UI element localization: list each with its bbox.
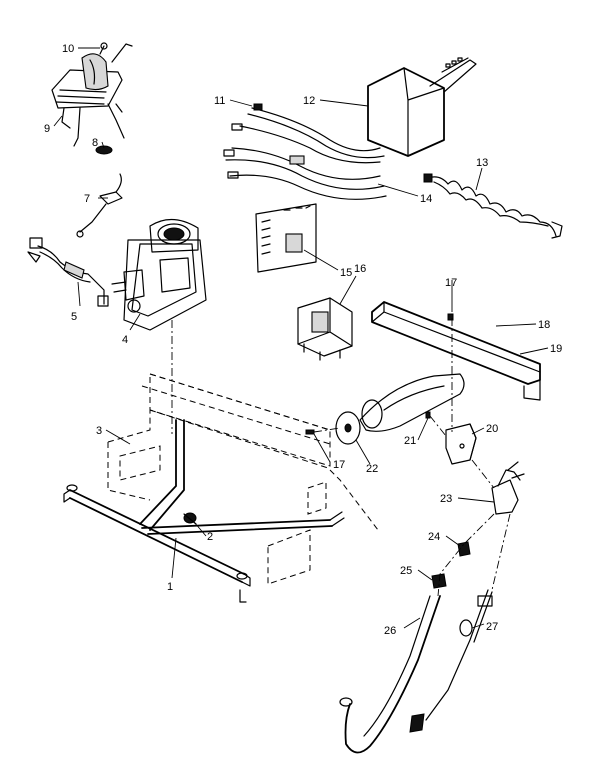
mounting-plate-outline: [107, 373, 379, 585]
thermocouple: [409, 589, 493, 733]
callout-9: 9: [44, 123, 50, 135]
bracket-small: [76, 173, 123, 238]
leader-lines: [53, 47, 549, 629]
pilot-tube: [339, 595, 441, 754]
callout-17-bottom: 17: [333, 459, 345, 471]
callout-16: 16: [354, 263, 366, 275]
relay: [297, 297, 353, 361]
callout-21: 21: [404, 435, 416, 447]
burner-rail: [371, 301, 541, 401]
callout-2: 2: [207, 531, 213, 543]
screw: [447, 313, 454, 321]
callout-7: 7: [84, 193, 90, 205]
wire-harness-long: [223, 103, 387, 200]
transformer: [51, 42, 133, 147]
callout-5: 5: [71, 311, 77, 323]
callout-19: 19: [550, 343, 562, 355]
callout-23: 23: [440, 493, 452, 505]
callout-13: 13: [476, 157, 488, 169]
callout-8: 8: [92, 137, 98, 149]
callout-10: 10: [62, 43, 74, 55]
igniter-bracket: [445, 423, 477, 465]
callout-24: 24: [428, 531, 440, 543]
fitting: [457, 541, 471, 557]
callout-14: 14: [420, 193, 432, 205]
callout-15: 15: [340, 267, 352, 279]
alignment-line: [471, 459, 495, 489]
circuit-board: [255, 203, 317, 273]
callout-3: 3: [96, 425, 102, 437]
alignment-line: [429, 415, 447, 437]
callout-26: 26: [384, 625, 396, 637]
screw: [305, 429, 315, 435]
grommet: [95, 145, 113, 155]
callout-1: 1: [167, 581, 173, 593]
coiled-cable: [423, 173, 563, 239]
callout-18: 18: [538, 319, 550, 331]
callout-20: 20: [486, 423, 498, 435]
callout-22: 22: [366, 463, 378, 475]
alignment-line: [491, 513, 511, 591]
callout-27: 27: [486, 621, 498, 633]
callout-25: 25: [400, 565, 412, 577]
callout-4: 4: [122, 334, 128, 346]
callout-17-top: 17: [445, 277, 457, 289]
burner-tube: [335, 373, 465, 445]
callout-12: 12: [303, 95, 315, 107]
pilot-assembly: [491, 461, 525, 515]
control-box: [367, 57, 477, 157]
callout-11: 11: [214, 95, 225, 107]
alignment-line: [437, 513, 495, 597]
wire-harness-short: [27, 237, 109, 307]
base-frame: [63, 419, 345, 603]
alignment-line: [313, 427, 341, 433]
screw: [425, 411, 431, 419]
gas-valve: [111, 218, 207, 331]
